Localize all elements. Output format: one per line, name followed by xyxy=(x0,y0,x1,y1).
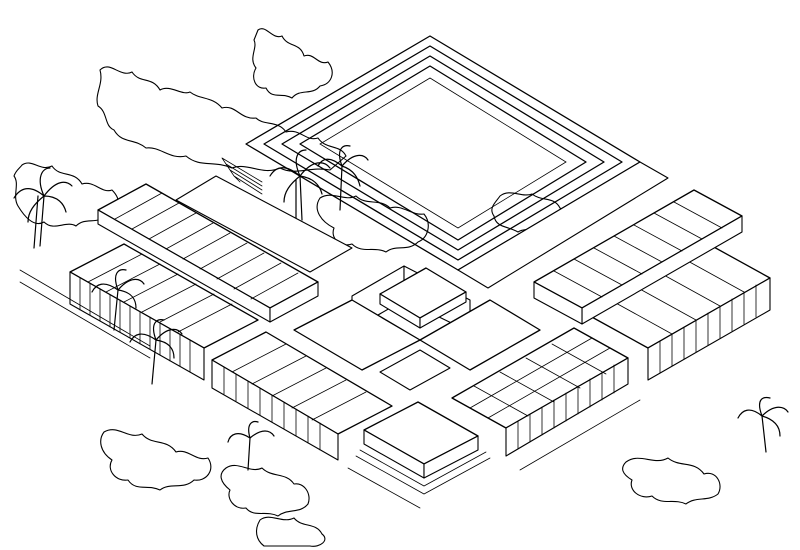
southeast-wing-block xyxy=(452,328,628,456)
southwest-wing-front-wall xyxy=(70,272,204,380)
palm-tree-left xyxy=(14,168,72,248)
northeast-wing-roof-ribs xyxy=(554,202,722,297)
palm-tree-south xyxy=(228,422,274,470)
courtyard-terrace-2 xyxy=(282,56,604,250)
south-wing-block xyxy=(212,332,392,460)
east-wing-wall-ribs xyxy=(660,285,756,373)
walkway-north xyxy=(176,176,352,272)
foliage-courtyard-patch xyxy=(317,195,428,252)
courtyard-terrace-1 xyxy=(264,46,622,260)
ground-lines xyxy=(20,270,640,508)
entrance-side-wall xyxy=(424,436,478,478)
west-wing-side-wall xyxy=(270,282,318,322)
palm-tree-courtyard xyxy=(270,150,330,220)
palm-tree-west xyxy=(92,270,144,330)
southeast-wing-front-wall xyxy=(506,358,628,456)
courtyard-floor xyxy=(320,78,566,228)
south-wing-roof-ribs xyxy=(232,344,366,420)
walkway-east xyxy=(458,162,668,288)
east-wing-block xyxy=(590,246,770,380)
southwest-wing-wall-ribs xyxy=(80,278,190,372)
foliage-bottom-center-low xyxy=(257,517,325,546)
northeast-wing-block xyxy=(534,190,742,324)
southeast-wing-wall-ribs xyxy=(518,365,614,449)
foliage-bottom-left xyxy=(101,430,211,490)
central-inner-court xyxy=(380,350,450,390)
palm-tree-right xyxy=(738,398,788,452)
palm-tree-southwest xyxy=(130,320,182,384)
central-cross-east xyxy=(420,300,540,370)
palm-tree-courtyard-2 xyxy=(318,146,368,210)
west-wing-roof-ribs xyxy=(115,193,298,299)
ground-edge-left xyxy=(20,270,150,358)
ground-edge-front xyxy=(348,400,640,508)
palm-trees xyxy=(14,146,788,470)
foliage-northwest xyxy=(253,29,332,98)
entrance-steps xyxy=(356,450,490,494)
entrance-pavilion xyxy=(356,402,490,494)
walkway-slabs xyxy=(176,162,668,288)
east-wing-roof-ribs xyxy=(614,260,744,334)
central-skylight-wall-right xyxy=(420,292,466,328)
northeast-wing-side-wall xyxy=(534,282,582,324)
east-wing-front-wall xyxy=(648,278,770,380)
southeast-wing-roof-ribs xyxy=(470,338,610,418)
foliage-bottom-center xyxy=(221,465,309,516)
southwest-wing-block xyxy=(70,244,258,380)
central-pavilion xyxy=(294,266,540,390)
courtyard-terrace-3 xyxy=(300,66,586,240)
courtyard-stairs xyxy=(222,158,262,194)
south-wing-wall-ribs xyxy=(224,367,320,450)
west-wing-block xyxy=(98,184,318,322)
foliage-bottom-right xyxy=(623,458,720,504)
